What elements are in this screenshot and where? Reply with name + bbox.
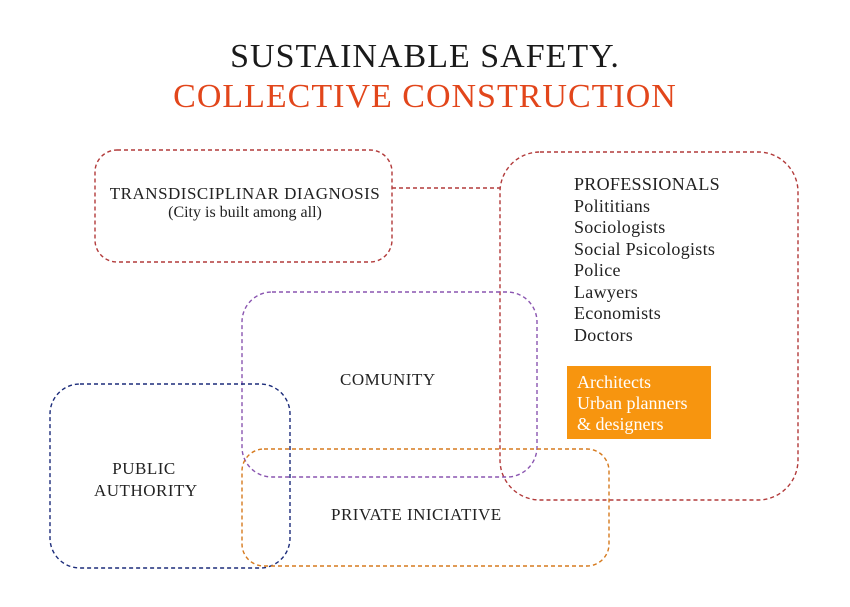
public-authority-box [49,383,291,569]
highlight-item: Architects [577,372,651,392]
architects-highlight-box: Architects Urban planners & designers [567,366,711,439]
diagnosis-title: TRANSDISCIPLINAR DIAGNOSIS [109,184,381,203]
community-label: COMUNITY [340,370,436,389]
title-line-1: SUSTAINABLE SAFETY. [230,38,620,75]
professionals-box [499,151,799,501]
professional-item: Polititians [574,195,651,216]
professional-item: Doctors [574,324,634,345]
public-authority-line-2: AUTHORITY [94,481,198,500]
diagnosis-box [94,149,393,263]
public-authority-label: PUBLIC AUTHORITY [94,458,198,502]
professional-item: Economists [574,303,661,323]
private-initiative-box [241,448,610,567]
professional-item: Social Psicologists [574,238,716,259]
highlight-item: & designers [577,414,664,434]
title-line-2: COLLECTIVE CONSTRUCTION [173,78,677,115]
professionals-list: PROFESSIONALS Polititians Sociologists S… [574,174,720,346]
diagnosis-label: TRANSDISCIPLINAR DIAGNOSIS (City is buil… [100,184,390,222]
highlight-item: Urban planners [577,393,688,413]
professionals-heading: PROFESSIONALS [574,174,720,194]
professional-item: Police [574,260,621,280]
professional-item: Lawyers [574,281,639,302]
public-authority-line-1: PUBLIC [112,459,176,478]
professional-item: Sociologists [574,217,666,237]
diagnosis-subtitle: (City is built among all) [168,204,322,221]
private-initiative-label: PRIVATE INICIATIVE [331,505,502,524]
